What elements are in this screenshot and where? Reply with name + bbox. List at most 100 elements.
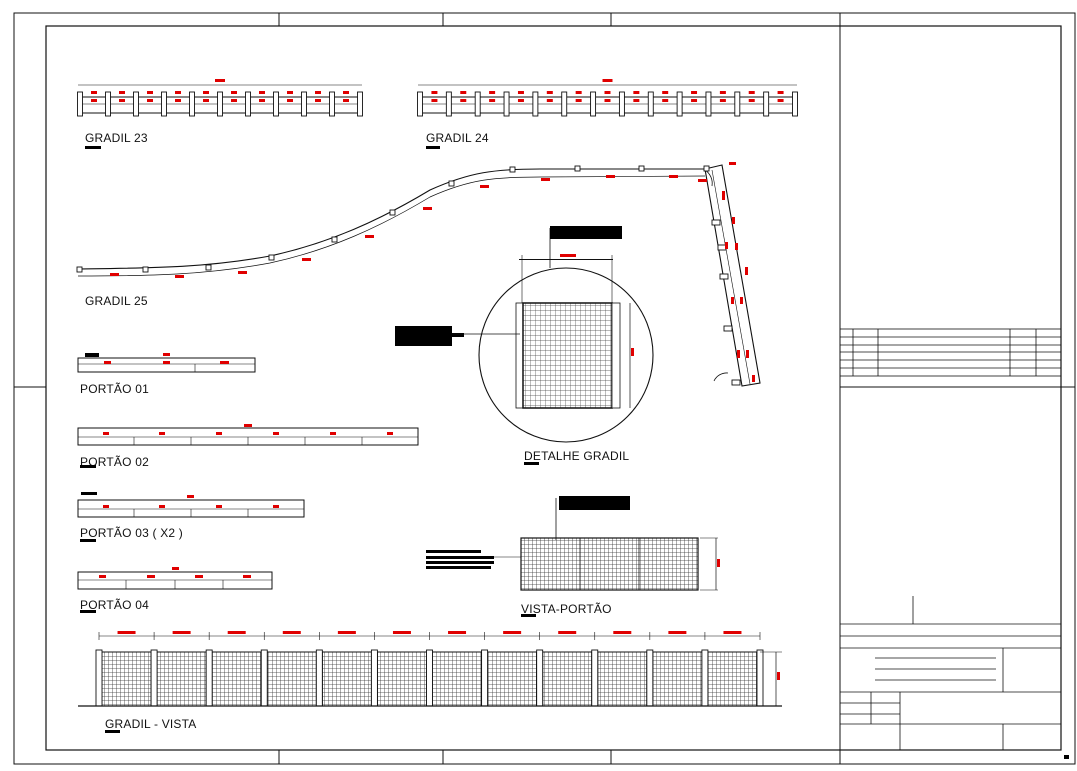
dimension-mark bbox=[460, 91, 467, 94]
fence-panel bbox=[487, 651, 538, 707]
fence-post bbox=[481, 649, 489, 707]
dimension-mark bbox=[503, 631, 522, 634]
dimension-mark bbox=[231, 91, 237, 94]
dimension-mark bbox=[91, 91, 97, 94]
dimension-mark bbox=[748, 99, 755, 102]
fence-post bbox=[591, 649, 599, 707]
fence-panel bbox=[266, 651, 317, 707]
dimension-mark bbox=[172, 631, 191, 634]
gradil-25-plan bbox=[76, 162, 761, 387]
detalhe-gradil-detail bbox=[395, 226, 654, 443]
fence-post bbox=[370, 649, 378, 707]
label-detalhe-gradil: DETALHE GRADIL bbox=[524, 449, 630, 463]
dimension-mark bbox=[392, 631, 411, 634]
fence-post bbox=[536, 649, 544, 707]
fence-panel bbox=[321, 651, 372, 707]
dimension-mark bbox=[546, 91, 553, 94]
label-gradil-vista: GRADIL - VISTA bbox=[105, 717, 197, 731]
label-portao-03-underline bbox=[80, 539, 96, 542]
dimension-mark bbox=[117, 631, 136, 634]
fence-post bbox=[646, 649, 654, 707]
label-vista-portao-underline bbox=[521, 614, 536, 617]
label-portao-02: PORTÃO 02 bbox=[80, 455, 149, 469]
railing-post bbox=[792, 91, 798, 117]
corner-mark bbox=[1064, 755, 1069, 759]
railing-post bbox=[189, 91, 195, 117]
fence-panel bbox=[707, 651, 758, 707]
dimension-mark bbox=[343, 91, 349, 94]
dimension-mark bbox=[259, 99, 265, 102]
portao-04-plan bbox=[77, 567, 273, 590]
label-vista-portao: VISTA-PORTÃO bbox=[521, 602, 612, 616]
railing-post bbox=[734, 91, 741, 117]
fence-post bbox=[150, 649, 158, 707]
railing-post bbox=[329, 91, 335, 117]
label-gradil-25: GRADIL 25 bbox=[85, 294, 148, 308]
railing-post bbox=[301, 91, 307, 117]
dimension-mark bbox=[719, 99, 726, 102]
portao-03-plan bbox=[77, 492, 305, 518]
label-gradil-24-underline bbox=[426, 146, 440, 149]
fence-post bbox=[205, 649, 213, 707]
title-block bbox=[839, 328, 1062, 750]
fence-post bbox=[260, 649, 268, 707]
dimension-mark bbox=[315, 99, 321, 102]
railing-post bbox=[561, 91, 568, 117]
dimension-mark bbox=[604, 99, 611, 102]
dimension-mark bbox=[431, 91, 438, 94]
railing-post bbox=[273, 91, 279, 117]
railing-post bbox=[590, 91, 597, 117]
dimension-mark bbox=[448, 631, 467, 634]
dimension-mark bbox=[723, 631, 742, 634]
dimension-mark bbox=[546, 99, 553, 102]
railing-post bbox=[705, 91, 712, 117]
label-portao-03: PORTÃO 03 ( X2 ) bbox=[80, 526, 184, 540]
dimension-mark bbox=[517, 91, 524, 94]
portao-01-plan bbox=[77, 353, 256, 373]
dimension-mark bbox=[489, 91, 496, 94]
fence-panel bbox=[597, 651, 648, 707]
dimension-mark bbox=[691, 99, 698, 102]
fence-panel bbox=[652, 651, 703, 707]
fence-panel bbox=[101, 651, 152, 707]
dimension-mark bbox=[777, 91, 784, 94]
label-gradil-23: GRADIL 23 bbox=[85, 131, 148, 145]
fence-post bbox=[315, 649, 323, 707]
dimension-mark bbox=[558, 631, 577, 634]
railing-post bbox=[618, 91, 625, 117]
dimension-mark bbox=[662, 91, 669, 94]
dimension-mark bbox=[175, 91, 181, 94]
dimension-mark bbox=[337, 631, 356, 634]
label-gradil-24: GRADIL 24 bbox=[426, 131, 489, 145]
label-portao-01: PORTÃO 01 bbox=[80, 382, 149, 396]
dimension-mark bbox=[287, 99, 293, 102]
railing-post bbox=[417, 91, 423, 117]
dimension-mark bbox=[215, 79, 225, 82]
dimension-mark bbox=[343, 99, 349, 102]
label-gradil-vista-underline bbox=[105, 730, 120, 733]
label-detalhe-gradil-underline bbox=[524, 462, 539, 465]
dimension-mark bbox=[633, 91, 640, 94]
dimension-mark bbox=[604, 91, 611, 94]
dimension-mark bbox=[777, 99, 784, 102]
railing-post bbox=[161, 91, 167, 117]
railing-post bbox=[445, 91, 452, 117]
fence-post bbox=[426, 649, 433, 707]
railing-post bbox=[647, 91, 654, 117]
label-portao-04: PORTÃO 04 bbox=[80, 598, 149, 612]
railing-post bbox=[77, 91, 83, 117]
dimension-mark bbox=[748, 91, 755, 94]
sheet-frame bbox=[13, 12, 1076, 765]
dimension-mark bbox=[668, 631, 687, 634]
dimension-mark bbox=[662, 99, 669, 102]
dimension-mark bbox=[489, 99, 496, 102]
fence-panel bbox=[211, 651, 262, 707]
fence-panel bbox=[156, 651, 207, 707]
fence-post bbox=[701, 649, 709, 707]
gradil-23-plan bbox=[77, 79, 363, 117]
fence-post bbox=[95, 649, 103, 707]
dimension-mark bbox=[575, 91, 582, 94]
railing-post bbox=[105, 91, 111, 117]
dimension-mark bbox=[287, 91, 293, 94]
